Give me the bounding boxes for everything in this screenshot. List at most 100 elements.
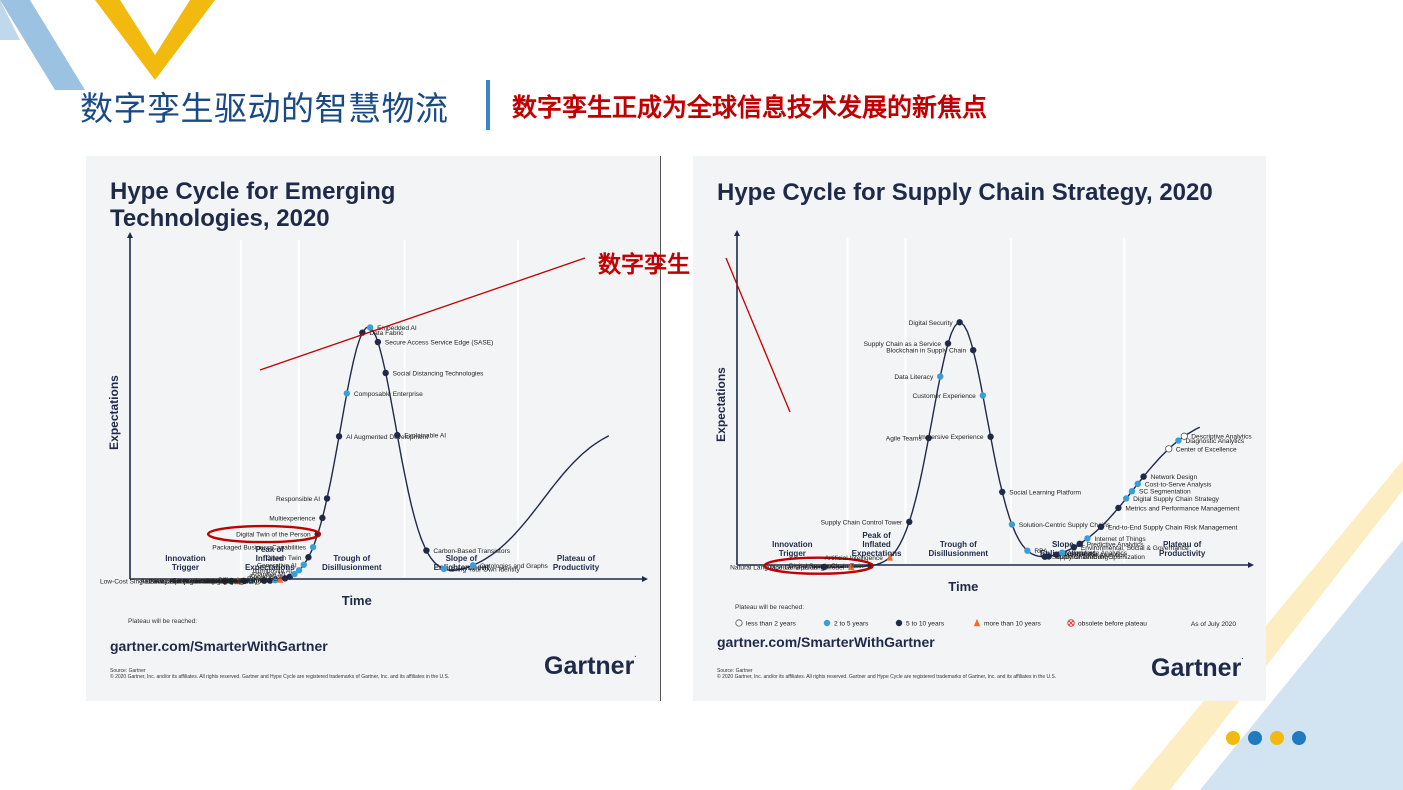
label-generative-adversarial-networks: Generative Adversarial Networks (172, 578, 269, 585)
point-social-distancing-technologies (382, 369, 389, 377)
label-ontologies-and-graphs: Ontologies and Graphs (480, 563, 549, 570)
left-source-url[interactable]: gartner.com/SmarterWithGartner (110, 638, 328, 654)
point-cost-to-serve-analysis (1134, 480, 1141, 488)
point-blockchain-in-supply-chain (969, 346, 977, 354)
label-social-distancing-technologies: Social Distancing Technologies (393, 370, 484, 377)
label-cost-to-serve-analysis: Cost-to-Serve Analysis (1145, 481, 1212, 488)
label-blockchain-in-supply-chain: Blockchain in Supply Chain (886, 348, 966, 355)
point-customer-experience (979, 392, 987, 399)
point-adaptive-ml (291, 570, 298, 578)
label-authenticated-provenance: Authenticated Provenance (140, 578, 218, 585)
right-source-label: Source: Gartner (717, 668, 753, 674)
point-responsible-ai (323, 495, 331, 502)
phase-label: Trigger (779, 549, 806, 558)
x-axis-arrow (642, 576, 648, 582)
phase-label: Trough of (333, 554, 370, 563)
point-digital-supply-chain-strategy (1122, 495, 1130, 502)
label-generative-ai: Generative AI (257, 562, 297, 569)
legend-label-5-to-10-years: 5 to 10 years (906, 621, 945, 628)
phase-label: Enlightenment (1040, 549, 1096, 558)
label-machine-learning: Machine Learning (1056, 554, 1109, 561)
label-internet-of-things: Internet of Things (1094, 536, 1146, 543)
label-customer-experience: Customer Experience (912, 393, 976, 400)
point-workforce-analytics (1059, 549, 1066, 556)
point-internet-of-things (1084, 535, 1091, 542)
phase-label: Productivity (553, 563, 600, 572)
point-social-data (286, 573, 293, 580)
label-differential-privacy: Differential Privacy (218, 577, 274, 584)
legend-as-of: As of July 2020 (1191, 621, 1236, 628)
label-environmental-social-governance: Environmental, Social & Governance (1081, 545, 1189, 552)
point-rpa (1024, 547, 1031, 554)
label-diagnostic-analytics: Diagnostic Analytics (1185, 438, 1244, 445)
point-composable-enterprise (343, 390, 351, 397)
label-workforce-analytics: Workforce Analytics (1069, 550, 1127, 557)
legend-label-obsolete-before-plateau: obsolete before plateau (1078, 621, 1147, 628)
label-social-learning-platform: Social Learning Platform (1009, 489, 1081, 496)
label-ai-assisted-design: AI-Assisted Design (168, 578, 224, 585)
dot-3 (1270, 731, 1284, 745)
label-artificial-intelligence: Artificial Intelligence (825, 555, 884, 562)
point-supply-chain-control-tower (906, 518, 913, 526)
phase-label: Plateau of (1163, 540, 1202, 549)
label-ai-augmented-development: AI Augmented Development (346, 434, 428, 441)
label-modular-operating-model: Modular Operating Model (770, 564, 845, 571)
dot-1 (1226, 731, 1240, 745)
label-digital-security: Digital Security (909, 320, 954, 327)
left-hype-cycle-panel: Hype Cycle for Emerging Technologies, 20… (86, 156, 661, 701)
label-private-5g: Private 5G (247, 576, 278, 583)
label-biodegradable-sensors: Biodegradable Sensors (194, 578, 263, 585)
phase-label: Inflated (256, 554, 285, 563)
x-axis-label: Time (948, 579, 978, 594)
point-health-passport (253, 577, 262, 585)
point-ai-assisted-design (227, 577, 235, 585)
legend-label-2-to-5-years: 2 to 5 years (834, 621, 869, 628)
legend-marker-obsolete-before-plateau (1067, 619, 1075, 627)
label-digital-twin-of-the-person: Digital Twin of the Person (236, 532, 311, 539)
label-composite-ai: Composite AI (253, 568, 292, 575)
phase-label: Innovation (772, 540, 813, 549)
point-embedded-ai (366, 324, 374, 331)
label-citizen-twin: Citizen Twin (266, 555, 302, 562)
y-axis-arrow (127, 232, 133, 238)
phase-label: Plateau of (557, 554, 596, 563)
decor-bottom-right (1130, 460, 1403, 790)
phase-label: Trigger (172, 563, 199, 572)
right-gartner-logo: Gartner. (1151, 654, 1244, 682)
left-chart-title: Hype Cycle for Emerging Technologies, 20… (110, 178, 396, 232)
point-social-learning-platform (999, 488, 1006, 496)
left-source-label: Source: Gartner (110, 668, 146, 674)
point-data-fabric (359, 329, 366, 336)
right-chart-title: Hype Cycle for Supply Chain Strategy, 20… (717, 179, 1213, 206)
label-solution-centric-supply-chains: Solution-Centric Supply Chains (1019, 522, 1111, 529)
label-metrics-and-performance-management: Metrics and Performance Management (1125, 505, 1239, 512)
point-metrics-and-performance-management (1115, 504, 1122, 512)
highlight-ellipse (206, 524, 321, 544)
right-source-url[interactable]: gartner.com/SmarterWithGartner (717, 634, 935, 650)
label-network-design: Network Design (1151, 474, 1198, 481)
point-multiexperience (319, 514, 326, 522)
label-immersive-experience: Immersive Experience (918, 434, 984, 441)
label-supply-chain-cost-optimization: Supply Chain Cost Optimization (1052, 554, 1145, 561)
label-self-supervised-learning: Self-Supervised Learning (170, 578, 244, 585)
point-carbon-based-transistors (423, 547, 430, 554)
label-dna-computing-and-storage: DNA Computing and Storage (146, 578, 231, 585)
point-biodegradable-sensors (266, 577, 274, 584)
point-data-literacy (937, 373, 944, 380)
label-packaged-business-capabilities: Packaged Business Capabilities (212, 545, 307, 552)
legend-label-less-than-2-years: less than 2 years (746, 621, 797, 628)
point-generative-ai (300, 561, 307, 569)
right-hype-cycle-panel: Hype Cycle for Supply Chain Strategy, 20… (693, 156, 1266, 701)
left-gartner-logo: Gartner. (544, 652, 637, 680)
point-low-cost-single-board-computers-at-the-edge (241, 577, 248, 585)
label-2-way-bmi-brain-machine-interface: 2-Way BMI (Brain Machine Interface) (149, 578, 257, 585)
label-explainable-ai: Explainable AI (404, 433, 446, 440)
phase-label: Expectations (852, 549, 902, 558)
point-authenticated-provenance (221, 577, 228, 585)
phase-label: Expectations (245, 563, 295, 572)
point-prescriptive-analytics (1053, 551, 1060, 558)
label-supply-chain-as-a-service: Supply Chain as a Service (864, 341, 942, 348)
legend-label-more-than-10-years: more than 10 years (984, 621, 1042, 628)
point-differential-privacy (276, 575, 284, 583)
